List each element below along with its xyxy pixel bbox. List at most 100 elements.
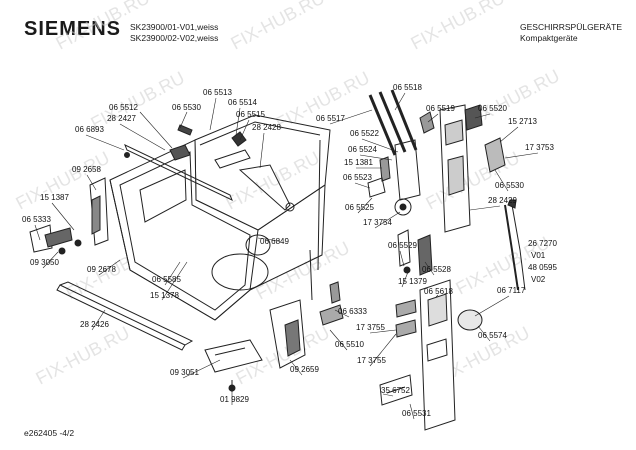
leader-line	[98, 259, 121, 276]
leader-line	[85, 134, 125, 151]
leader-line	[424, 261, 435, 276]
watermark-text: FIX-HUB.RU	[227, 0, 327, 54]
model-line-1: SK23900/01-V01,weiss	[130, 22, 219, 32]
part-number-label: 06 6893	[75, 125, 104, 134]
leader-line	[474, 113, 491, 119]
part-number-label: 06 5531	[402, 409, 431, 418]
watermark-text: FIX-HUB.RU	[272, 68, 372, 134]
leader-line	[499, 126, 519, 143]
part-labels: 06 5513 06 5512 06 5530 06 5514 28 2427 06 55…	[22, 83, 557, 418]
leader-line	[239, 119, 250, 141]
leader-line	[289, 359, 303, 376]
leader-line	[369, 333, 397, 367]
part-number-label: 48 0595	[528, 263, 557, 272]
part-number-label: 09 3050	[30, 258, 59, 267]
part-number-label: 06 5513	[203, 88, 232, 97]
leader-line	[164, 261, 181, 286]
leader-line	[209, 97, 217, 131]
part-number-label: 17 3755	[357, 356, 386, 365]
part-number-label: 06 5512	[109, 103, 138, 112]
part-number-label: 15 1379	[398, 277, 427, 286]
leader-line	[42, 251, 59, 269]
leader-line	[394, 92, 406, 111]
leader-line	[329, 109, 373, 125]
leader-line	[91, 309, 106, 331]
watermark-text: FIX-HUB.RU	[222, 148, 322, 214]
part-number-label: 26 7270	[528, 239, 557, 248]
leader-line	[435, 294, 439, 298]
part-number-label: 17 3754	[363, 218, 392, 227]
control-panel	[379, 279, 483, 431]
leader-line	[357, 197, 373, 214]
lower-hinge	[204, 299, 344, 392]
part-number-label: 15 1387	[40, 193, 69, 202]
part-number-label: 06 5530	[172, 103, 201, 112]
leader-line	[401, 271, 409, 288]
part-number-label: 06 5510	[335, 340, 364, 349]
part-number-label: 15 1381	[344, 158, 373, 167]
leader-line	[119, 123, 166, 151]
document-id: e262405 -4/2	[24, 428, 75, 438]
part-number-label: 06 5530	[495, 181, 524, 190]
leader-line	[259, 132, 265, 169]
category-line-2: Kompaktgeräte	[520, 33, 578, 43]
part-number-label: 06 5333	[22, 215, 51, 224]
leader-line	[504, 152, 539, 159]
part-number-label: 15 2713	[508, 117, 537, 126]
part-number-label: 06 5515	[236, 110, 265, 119]
part-number-label: 09 2678	[87, 265, 116, 274]
part-number-label: 17 3755	[356, 323, 385, 332]
watermark-text: FIX-HUB.RU	[87, 68, 187, 134]
part-number-label: 06 5529	[388, 241, 417, 250]
part-number-label: 06 5514	[228, 98, 257, 107]
leader-line	[409, 403, 415, 420]
part-number-label: 06 5618	[424, 287, 453, 296]
watermark-text: FIX-HUB.RU	[52, 0, 152, 54]
leader-line	[329, 329, 348, 351]
part-number-label: 01 9829	[220, 395, 249, 404]
leader-line	[427, 113, 439, 123]
brand-logo: SIEMENS	[24, 18, 122, 40]
part-number-label: 06 5518	[393, 83, 422, 92]
part-number-label: 06 5528	[422, 265, 451, 274]
leader-line	[359, 154, 393, 161]
leader-line	[477, 325, 491, 342]
leader-line	[86, 174, 97, 191]
leader-line	[139, 111, 173, 149]
part-number-label: 06 7117	[497, 286, 526, 295]
part-number-label: 06 5522	[350, 129, 379, 138]
part-number-label: 28 2426	[80, 320, 109, 329]
leader-line	[399, 250, 405, 267]
part-number-label: 28 2428	[252, 123, 281, 132]
part-number-label: 35 6752	[381, 386, 410, 395]
leader-line	[494, 169, 509, 192]
part-number-label: 06 5523	[343, 173, 372, 182]
leader-lines	[34, 92, 539, 420]
part-number-label: 06 5585	[152, 275, 181, 284]
part-number-label: 06 6333	[338, 307, 367, 316]
leader-line	[51, 202, 75, 231]
part-number-label: 06 6849	[260, 237, 289, 246]
leader-line	[474, 295, 510, 317]
power-cable	[504, 199, 526, 291]
door-spring-assembly	[329, 89, 506, 304]
part-number-label: V01	[531, 251, 546, 260]
part-number-label: V02	[531, 275, 546, 284]
bottom-strip	[56, 281, 194, 351]
leader-line	[334, 309, 350, 318]
leader-line	[361, 138, 399, 153]
leader-line	[469, 205, 501, 211]
part-number-label: 17 3753	[525, 143, 554, 152]
part-number-label: 06 5574	[478, 331, 507, 340]
part-number-label: 09 2659	[290, 365, 319, 374]
leader-line	[354, 182, 371, 189]
leader-line	[235, 107, 241, 136]
part-number-label: 06 5525	[345, 203, 374, 212]
part-number-label: 06 5520	[478, 104, 507, 113]
leader-line	[369, 329, 397, 334]
part-number-label: 28 2427	[107, 114, 136, 123]
part-number-label: 09 2658	[72, 165, 101, 174]
model-line-2: SK23900/02-V02,weiss	[130, 33, 219, 43]
